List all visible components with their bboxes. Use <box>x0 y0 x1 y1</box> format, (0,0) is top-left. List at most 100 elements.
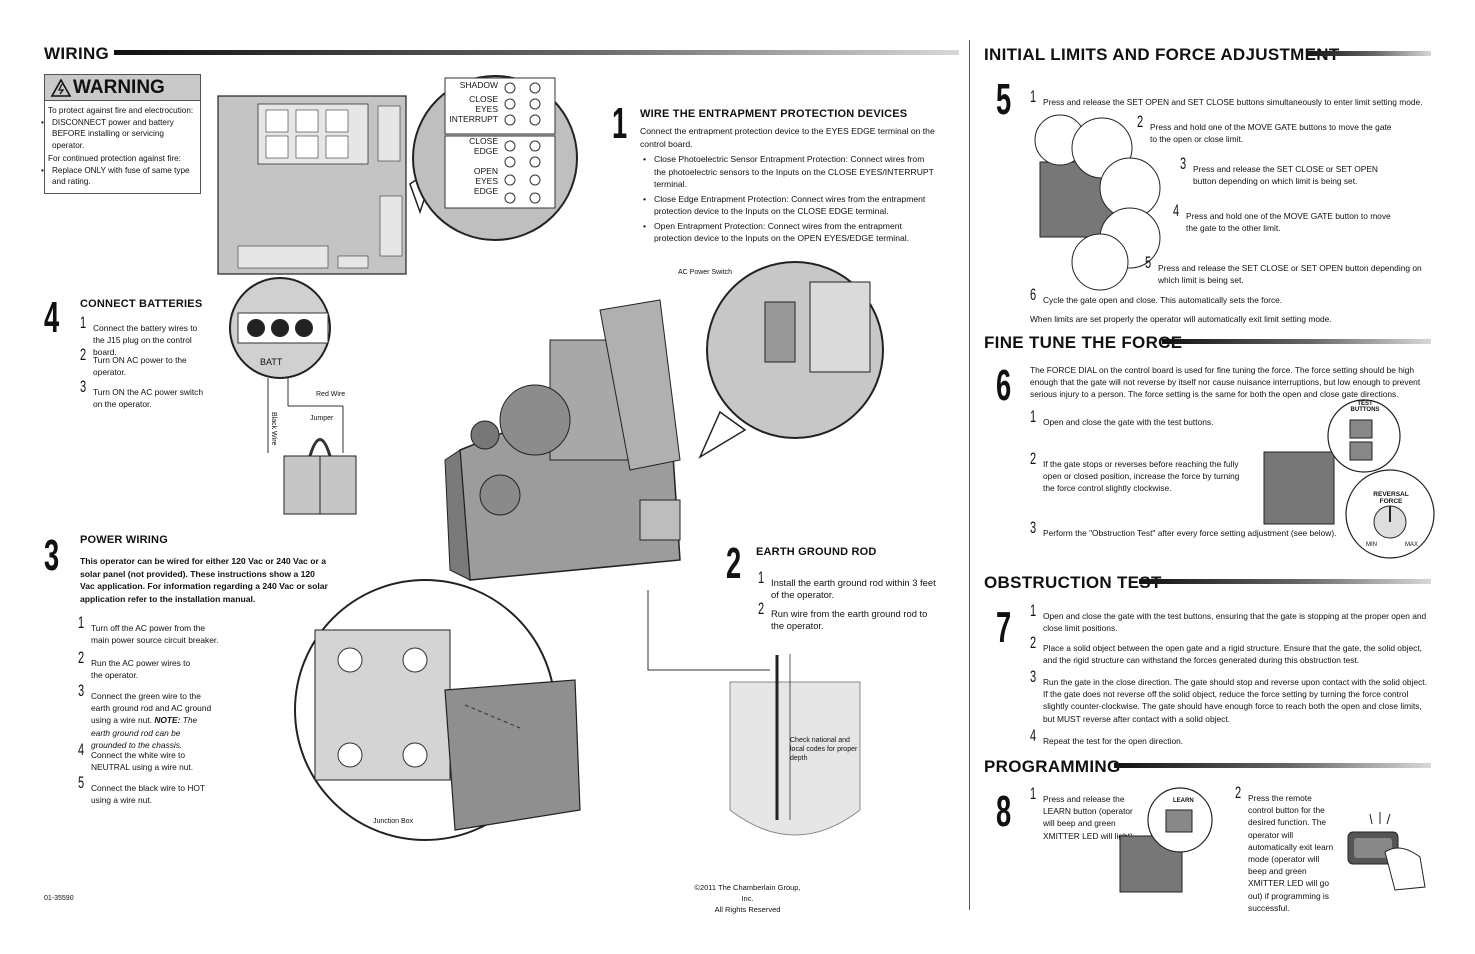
step1-bullet: Close Edge Entrapment Protection: Connec… <box>640 193 935 218</box>
step-number: 4 <box>1030 726 1037 745</box>
step-number: 5 <box>78 773 85 792</box>
force-rule <box>1162 339 1431 344</box>
step1-intro: Connect the entrapment protection device… <box>640 126 935 149</box>
dial-min-label: MIN <box>1366 542 1377 548</box>
force-title: FINE TUNE THE FORCE <box>984 333 1183 352</box>
step-number: 5 <box>1145 253 1152 272</box>
junction-box-illustration <box>294 579 581 841</box>
step4-number: 4 <box>44 293 60 342</box>
obstruction-title: OBSTRUCTION TEST <box>984 573 1162 592</box>
step-text: Place a solid object between the open ga… <box>1043 643 1422 666</box>
step-number: 2 <box>758 599 765 618</box>
warning-bullet1: DISCONNECT power and battery BEFORE inst… <box>38 117 198 152</box>
step-text: Install the earth ground rod within 3 fe… <box>771 577 936 601</box>
step-text: Repeat the test for the open direction. <box>1043 736 1184 746</box>
dial-max-label: MAX <box>1405 542 1419 548</box>
ground-rod-illustration <box>647 590 861 836</box>
learn-button-illustration <box>1119 787 1213 893</box>
gate-operator-illustration <box>444 299 681 581</box>
step-number: 4 <box>1173 201 1180 220</box>
batt-label: BATT <box>260 357 283 367</box>
battery-connector-bubble <box>229 277 357 515</box>
step-text: Run the gate in the close direction. The… <box>1043 677 1427 724</box>
step-number: 3 <box>80 377 87 396</box>
terminal-zoom-bubble <box>409 75 578 241</box>
step-number: 1 <box>80 313 87 332</box>
step4-title: CONNECT BATTERIES <box>80 298 203 310</box>
remote-control-illustration <box>1347 812 1426 891</box>
step-text: Press and release the SET CLOSE or SET O… <box>1193 164 1378 187</box>
step-number: 3 <box>1030 667 1037 686</box>
step-number: 2 <box>80 345 87 364</box>
step2-title: EARTH GROUND ROD <box>756 546 877 558</box>
step1-body: Connect the entrapment protection device… <box>640 125 935 247</box>
terminal-label: INTERRUPT <box>449 114 498 124</box>
step-number: 1 <box>1030 784 1037 803</box>
jumper-label: Jumper <box>310 415 334 422</box>
test-buttons-label: TEST BUTTONS <box>1350 401 1380 413</box>
limits-rule <box>1306 51 1431 56</box>
step-text: Connect the green wire to the earth grou… <box>91 691 212 726</box>
step-number: 2 <box>78 648 85 667</box>
note-label: NOTE: <box>154 715 181 726</box>
step2-number: 2 <box>726 539 742 588</box>
rights-reserved: All Rights Reserved <box>714 905 781 914</box>
programming-number: 8 <box>996 787 1012 836</box>
step-number: 1 <box>1030 87 1037 106</box>
force-dial-illustration <box>1263 399 1435 559</box>
step-number: 3 <box>1180 154 1187 173</box>
terminal-label: OPEN <box>473 166 498 176</box>
part-number: 01-35590 <box>44 895 74 902</box>
limits-title: INITIAL LIMITS AND FORCE ADJUSTMENT <box>984 45 1340 64</box>
terminal-label: CLOSE <box>469 94 498 104</box>
warning-triangle-icon <box>50 78 72 97</box>
control-board-illustration <box>217 95 407 275</box>
step-text: Run wire from the earth ground rod to th… <box>771 608 928 632</box>
terminal-label: EYES <box>475 176 498 186</box>
step-number: 1 <box>1030 407 1037 426</box>
warning-bullet2: Replace ONLY with fuse of same type and … <box>38 165 198 188</box>
note-text: The earth ground rod can be grounded to … <box>91 715 198 750</box>
copyright: ©2011 The Chamberlain Group, Inc. <box>694 883 801 903</box>
terminal-label: EDGE <box>473 146 498 156</box>
force-intro: The FORCE DIAL on the control board is u… <box>1030 365 1421 400</box>
step3-number: 3 <box>44 531 60 580</box>
learn-label: LEARN <box>1173 798 1194 804</box>
step-text: Turn ON AC power to the operator. <box>93 355 187 378</box>
step-text: Cycle the gate open and close. This auto… <box>1043 295 1283 305</box>
black-wire-label: Black Wire <box>270 412 277 446</box>
terminal-labels: SHADOW CLOSE EYES INTERRUPT CLOSE EDGE O… <box>446 80 498 196</box>
obstruction-number: 7 <box>996 603 1012 652</box>
wiring-title: WIRING <box>44 44 110 63</box>
terminal-label: CLOSE <box>469 136 498 146</box>
terminal-label: SHADOW <box>459 80 498 90</box>
step-number: 2 <box>1235 783 1242 802</box>
step1-bullet: Open Entrapment Protection: Connect wire… <box>640 220 935 245</box>
wiring-rule <box>114 50 959 55</box>
step-number: 1 <box>1030 601 1037 620</box>
step-number: 6 <box>1030 285 1037 304</box>
step-text: Press and hold one of the MOVE GATE butt… <box>1186 211 1391 234</box>
warning-box: WARNING To protect against fire and elec… <box>41 74 201 194</box>
warning-label: WARNING <box>73 77 165 98</box>
step-text: Connect the white wire to NEUTRAL using … <box>91 750 194 773</box>
obstruction-rule <box>1139 579 1431 584</box>
step-text: Open and close the gate with the test bu… <box>1043 611 1427 634</box>
step-text: Press and release the SET CLOSE or SET O… <box>1158 263 1422 286</box>
step3-title: POWER WIRING <box>80 534 168 546</box>
limits-illustration <box>1034 114 1161 291</box>
step-text: Turn off the AC power from the main powe… <box>91 623 219 646</box>
step1-title: WIRE THE ENTRAPMENT PROTECTION DEVICES <box>640 108 908 120</box>
reversal-force-label: REVERSAL FORCE <box>1373 491 1409 505</box>
step-text: Press and release the LEARN button (oper… <box>1043 794 1136 841</box>
terminal-label: EDGE <box>473 186 498 196</box>
step-text: Connect the black wire to HOT using a wi… <box>91 783 205 806</box>
